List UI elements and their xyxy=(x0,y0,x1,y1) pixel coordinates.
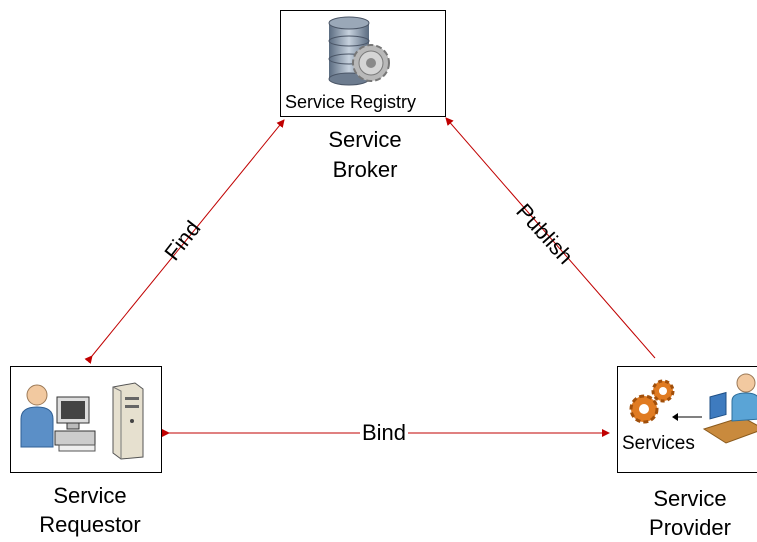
arrow-left-icon xyxy=(672,413,702,421)
gears-icon xyxy=(629,379,675,424)
requestor-label-line2: Requestor xyxy=(39,512,141,537)
database-gear-icon xyxy=(328,16,390,86)
user-icon xyxy=(20,384,54,448)
broker-box: Service Registry xyxy=(280,10,446,117)
bind-label: Bind xyxy=(360,420,409,445)
requestor-box xyxy=(10,366,162,473)
provider-box-caption: Services xyxy=(622,433,695,454)
provider-box: Services xyxy=(617,366,757,473)
computer-terminal-icon xyxy=(54,396,96,452)
requestor-label-line1: Service xyxy=(53,483,127,508)
provider-label-line1: Service xyxy=(653,486,727,511)
user-at-desk-icon xyxy=(702,373,757,444)
broker-box-caption: Service Registry xyxy=(285,92,417,112)
broker-label-line2: Broker xyxy=(332,157,398,182)
publish-edge xyxy=(445,117,656,359)
broker-label-line1: Service xyxy=(328,127,402,152)
find-edge xyxy=(84,119,285,364)
provider-label-line2: Provider xyxy=(649,515,731,540)
server-tower-icon xyxy=(112,382,144,460)
